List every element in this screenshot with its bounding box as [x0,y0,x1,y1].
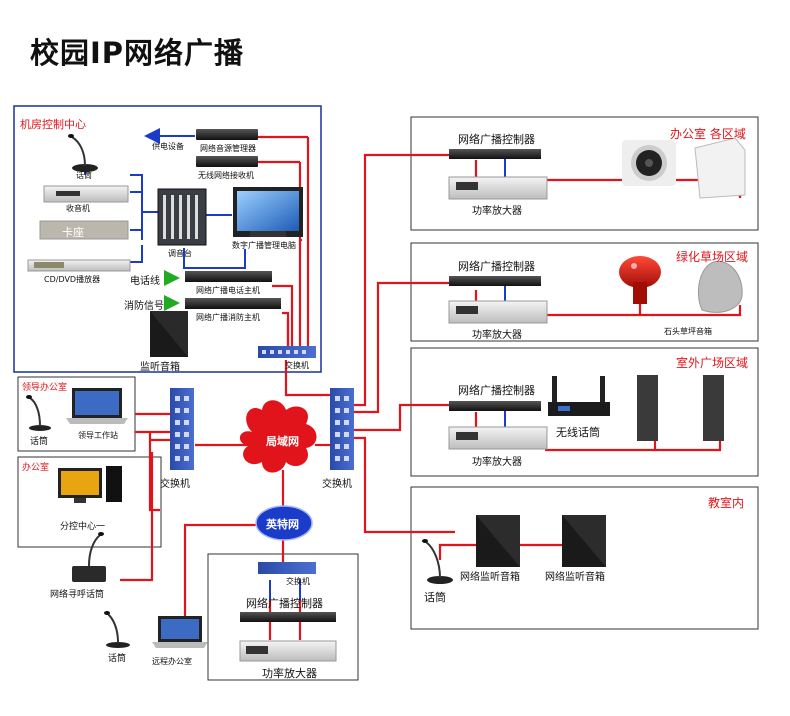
ceiling-speaker-icon [622,140,676,186]
control-center-title: 机房控制中心 [20,118,86,131]
control-switch-label: 交换机 [285,361,309,370]
fire-signal-label: 消防信号 [124,301,164,312]
zone3-wireless-mic-label: 无线话筒 [556,426,600,439]
zone4-title: 教室内 [708,496,745,510]
leader-mic-label: 话筒 [30,437,49,447]
monitor-speaker-2-icon [562,515,606,567]
internet-cloud-icon [255,505,313,541]
zone4-mic-label: 话筒 [424,591,446,604]
sub-control-label: 分控中心一 [60,522,106,532]
rock-speaker-icon [698,260,743,313]
remote-mic-label: 话筒 [108,654,127,664]
pc-device [233,187,303,237]
paging-mic-icon [72,532,106,582]
page-title: 校园IP网络广播 [30,36,245,70]
zone2-speaker-label: 石头草坪音箱 [664,327,712,336]
zone1-amp-label: 功率放大器 [472,206,522,217]
right-switch-device [330,388,354,470]
remote-amp-label: 功率放大器 [262,667,317,680]
zone1-controller-device [449,149,541,159]
zone2-controller-label: 网络广播控制器 [458,260,535,273]
zone2-controller-device [449,276,541,286]
zone3-controller-label: 网络广播控制器 [458,384,535,397]
mixer-device [157,188,207,246]
left-switch-label: 交换机 [160,479,190,490]
wireless-mic-icon [548,376,610,416]
lan-label: 局域网 [266,435,299,448]
phone-host-label: 网络广播电话主机 [196,286,260,295]
radio-device [43,185,129,203]
phone-host-device [185,271,272,282]
right-switch-label: 交换机 [322,479,352,490]
monitor-speaker-label: 监听音箱 [140,362,180,373]
audio-source-label: 网络音源管理器 [200,144,256,153]
leader-workstation-label: 领导工作站 [78,431,118,440]
remote-laptop-icon [152,616,208,648]
cassette-label: 卡座 [62,226,84,239]
monitor-speaker-device [150,311,188,357]
zone1-title: 办公室 各区域 [670,127,746,141]
zone4-monitor1-label: 网络监听音箱 [460,572,520,583]
office-title: 办公室 [22,463,50,473]
cassette-device [39,220,129,240]
dvd-label: CD/DVD播放器 [44,275,101,284]
remote-office-label: 远程办公室 [152,657,192,666]
zone4-monitor2-label: 网络监听音箱 [545,572,605,583]
power-device-label: 供电设备 [152,142,184,151]
zone3-controller-device [449,401,541,411]
radio-label: 收音机 [66,204,90,213]
column-speaker-2-icon [703,375,724,441]
classroom-mic-icon [422,539,453,584]
audio-source-server-device [196,129,258,140]
leader-mic-icon [26,395,51,431]
zone3-title: 室外广场区域 [676,356,749,370]
phone-line-label: 电话线 [130,276,160,287]
zone2-amp-label: 功率放大器 [472,330,522,341]
paging-mic-label: 网络寻呼话筒 [50,590,105,600]
zone2-title: 绿化草场区域 [676,250,749,264]
remote-controller-device [240,612,336,622]
wireless-receiver-device [196,156,258,167]
control-mic-label: 话筒 [76,171,92,180]
office-pc-icon [58,466,122,503]
zone1-controller-label: 网络广播控制器 [458,133,535,146]
fire-host-device [185,298,281,309]
control-center-frame [13,105,322,373]
remote-switch-device [258,562,316,574]
zone3-amp-label: 功率放大器 [472,457,522,468]
column-speaker-1-icon [637,375,658,441]
mic-icon [68,134,98,172]
remote-mic-icon [104,611,130,648]
remote-switch-label: 交换机 [286,577,310,586]
dvd-device [27,259,131,272]
fire-host-label: 网络广播消防主机 [196,313,260,322]
pc-label: 数字广播管理电脑 [232,241,296,250]
lan-cloud-icon [239,400,317,473]
leader-office-title: 领导办公室 [22,383,68,393]
remote-controller-label: 网络广播控制器 [246,597,323,610]
mixer-label: 调音台 [168,249,192,258]
mushroom-speaker-icon [619,256,661,304]
internet-label: 英特网 [266,518,299,531]
wireless-receiver-label: 无线网络接收机 [198,171,254,180]
monitor-speaker-1-icon [476,515,520,567]
leader-laptop-icon [66,388,128,424]
wall-speaker-icon [694,137,746,199]
left-switch-device [170,388,194,470]
